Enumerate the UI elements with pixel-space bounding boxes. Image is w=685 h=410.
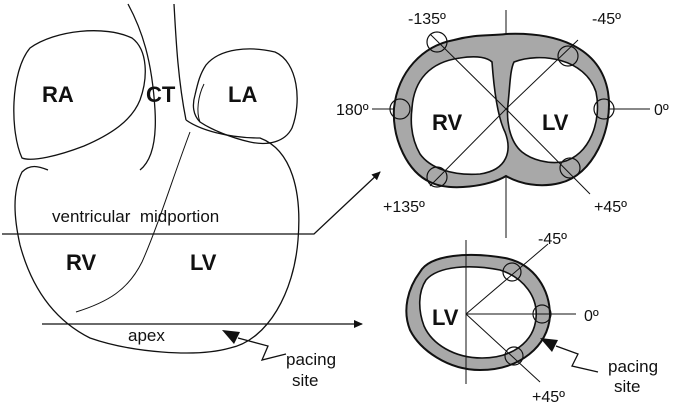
- heart-outline-group: [13, 3, 300, 354]
- mid-lv-label: LV: [542, 110, 569, 135]
- mid-marker-0: [593, 98, 615, 120]
- septum-line: [75, 131, 191, 313]
- midportion-section-line: [2, 171, 381, 235]
- apex-line-p45: [465, 313, 541, 383]
- mid-marker-180: [389, 98, 411, 120]
- mid-angle-m45: -45º: [592, 11, 621, 28]
- midportion-label: ventricular midportion: [52, 207, 219, 226]
- midportion-cross-section: [372, 10, 650, 238]
- mid-rv-label: RV: [432, 110, 462, 135]
- mid-line-p45: [505, 108, 591, 195]
- mid-marker-m45: [557, 45, 579, 67]
- mid-marker-p45: [559, 157, 581, 179]
- pacing-left-line2: site: [292, 371, 318, 390]
- ventricle-outline: [14, 119, 300, 354]
- mid-line-p135: [429, 108, 507, 187]
- mid-angle-p135: +135º: [383, 199, 425, 216]
- apex-angle-m45: -45º: [538, 231, 567, 248]
- left-atrium-shape: [192, 48, 298, 145]
- mid-line-m135: [429, 33, 507, 110]
- apex-label: apex: [128, 326, 165, 345]
- mid-line-m45: [505, 39, 579, 110]
- pacing-right-line1: pacing: [608, 357, 658, 376]
- mid-angle-p45: +45º: [594, 199, 627, 216]
- ra-label: RA: [42, 82, 74, 107]
- apex-lv-cavity: [418, 266, 537, 359]
- mid-angle-m135: -135º: [408, 11, 446, 28]
- la-label: LA: [228, 82, 257, 107]
- apex-angle-0: 0º: [584, 308, 599, 325]
- pacing-arrow-right: [540, 338, 599, 373]
- apex-cross-section: [405, 240, 576, 384]
- mid-marker-p135: [426, 166, 448, 188]
- ct-label: CT: [146, 82, 176, 107]
- rv-left-label: RV: [66, 250, 96, 275]
- mid-rv-cavity: [410, 55, 509, 176]
- mid-marker-m135: [426, 31, 448, 53]
- pacing-arrow-left: [222, 330, 287, 361]
- vessel-right-line: [173, 3, 187, 121]
- mid-angle-180: 180º: [336, 102, 369, 119]
- apex-angle-p45: +45º: [532, 389, 565, 406]
- left-atrium-inner-wall: [197, 83, 205, 123]
- mid-angle-0: 0º: [654, 102, 669, 119]
- right-atrium-shape: [13, 30, 146, 160]
- pacing-right-line2: site: [614, 377, 640, 396]
- apex-marker-p45: [504, 346, 524, 366]
- apex-marker-m45: [502, 262, 522, 282]
- lv-left-label: LV: [190, 250, 217, 275]
- pacing-left-line1: pacing: [286, 350, 336, 369]
- apex-lv-label: LV: [432, 305, 459, 330]
- vessel-left-line: [127, 3, 156, 171]
- apex-marker-0: [532, 304, 552, 324]
- mid-lv-cavity: [506, 56, 599, 164]
